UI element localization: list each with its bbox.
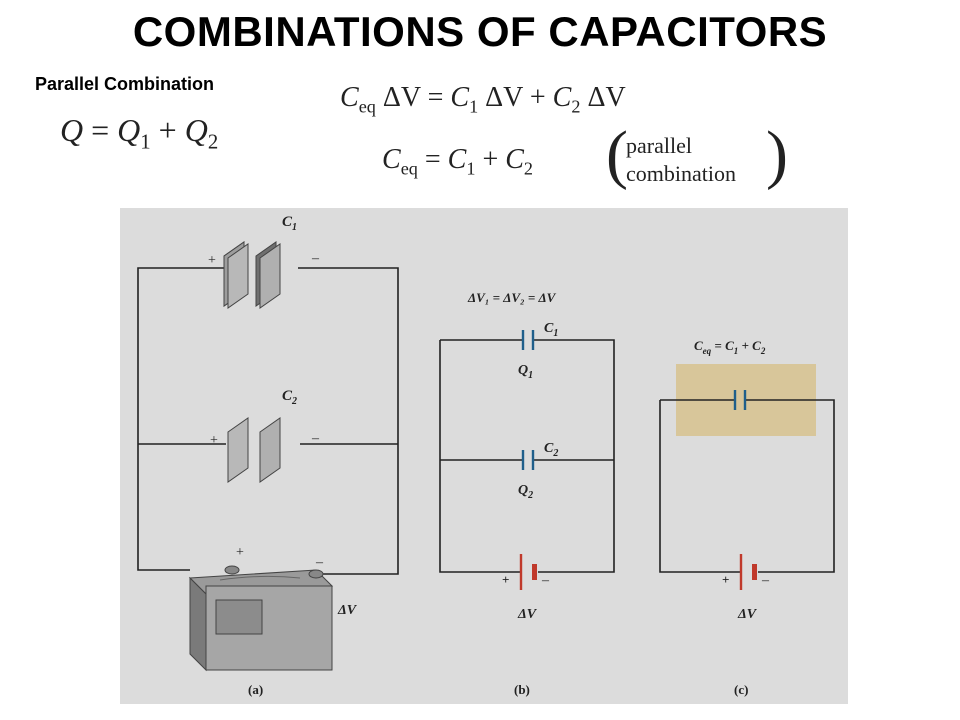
panel-b-caption: (b) (514, 682, 530, 697)
panel-b-battery-minus: – (541, 573, 550, 588)
right-parenthesis: ) (766, 118, 788, 191)
panel-a-c2-minus: – (311, 431, 320, 446)
panel-a-c1-plus: + (208, 253, 216, 268)
panel-b-equal-voltages: ΔV₁ = ΔV₂ = ΔV (467, 290, 557, 305)
panel-b-battery (519, 554, 537, 590)
page-title: COMBINATIONS OF CAPACITORS (132, 8, 828, 55)
panel-a-c2-label: C2 (282, 388, 297, 407)
panel-c-battery (739, 554, 757, 590)
charge-equation: Q = Q1 + Q2 (60, 112, 219, 154)
capacitor-c1-plates (223, 241, 281, 309)
panel-a-delta-v: ΔV (337, 603, 358, 618)
panel-a-top-wire (137, 267, 224, 571)
capacitor-c2-plates (227, 417, 281, 483)
car-battery (188, 565, 334, 672)
panel-c-caption: (c) (734, 682, 748, 697)
circuit-figure: + – C1 + – C2 + – ΔV (a) ΔV₁ = ΔV₂ = ΔV (120, 208, 848, 704)
section-subtitle: Parallel Combination (35, 74, 215, 94)
panel-b-battery-plus: + (502, 572, 509, 587)
panel-b-c1-label: C1 (544, 321, 558, 339)
panel-a-c2-plus: + (210, 433, 218, 448)
panel-a (137, 267, 399, 575)
voltage-equation: Ceq ΔV = C1 ΔV + C2 ΔV (340, 82, 626, 117)
panel-b-circuit (439, 339, 615, 573)
panel-b-capacitor-c1 (521, 330, 535, 350)
panel-b-delta-v: ΔV (517, 607, 538, 622)
note-line-1: parallel (626, 133, 692, 158)
panel-b-c2-label: C2 (544, 441, 558, 459)
panel-c-battery-plus: + (722, 572, 729, 587)
equivalent-capacitance-equation: Ceq = C1 + C2 (382, 144, 534, 179)
panel-b-q1-label: Q1 (518, 363, 533, 381)
left-parenthesis: ( (606, 118, 628, 191)
panel-c-ceq-formula: Ceq = C1 + C2 (694, 338, 766, 356)
note-line-2: combination (626, 161, 736, 186)
panel-a-c1-label: C1 (282, 214, 297, 233)
panel-a-c1-minus: – (311, 251, 320, 266)
panel-c-capacitor-ceq (733, 390, 747, 410)
panel-a-battery-minus: – (315, 555, 324, 570)
panel-c-battery-minus: – (761, 573, 770, 588)
circuit-diagram: + – C1 + – C2 + – ΔV (a) ΔV₁ = ΔV₂ = ΔV (137, 214, 835, 697)
panel-a-top-right-wire (298, 267, 399, 575)
panel-a-caption: (a) (248, 682, 263, 697)
panel-c-delta-v: ΔV (737, 607, 758, 622)
panel-b-capacitor-c2 (521, 450, 535, 470)
panel-c-circuit (659, 399, 835, 573)
panel-b-q2-label: Q2 (518, 483, 533, 501)
panel-a-battery-plus: + (236, 545, 244, 560)
